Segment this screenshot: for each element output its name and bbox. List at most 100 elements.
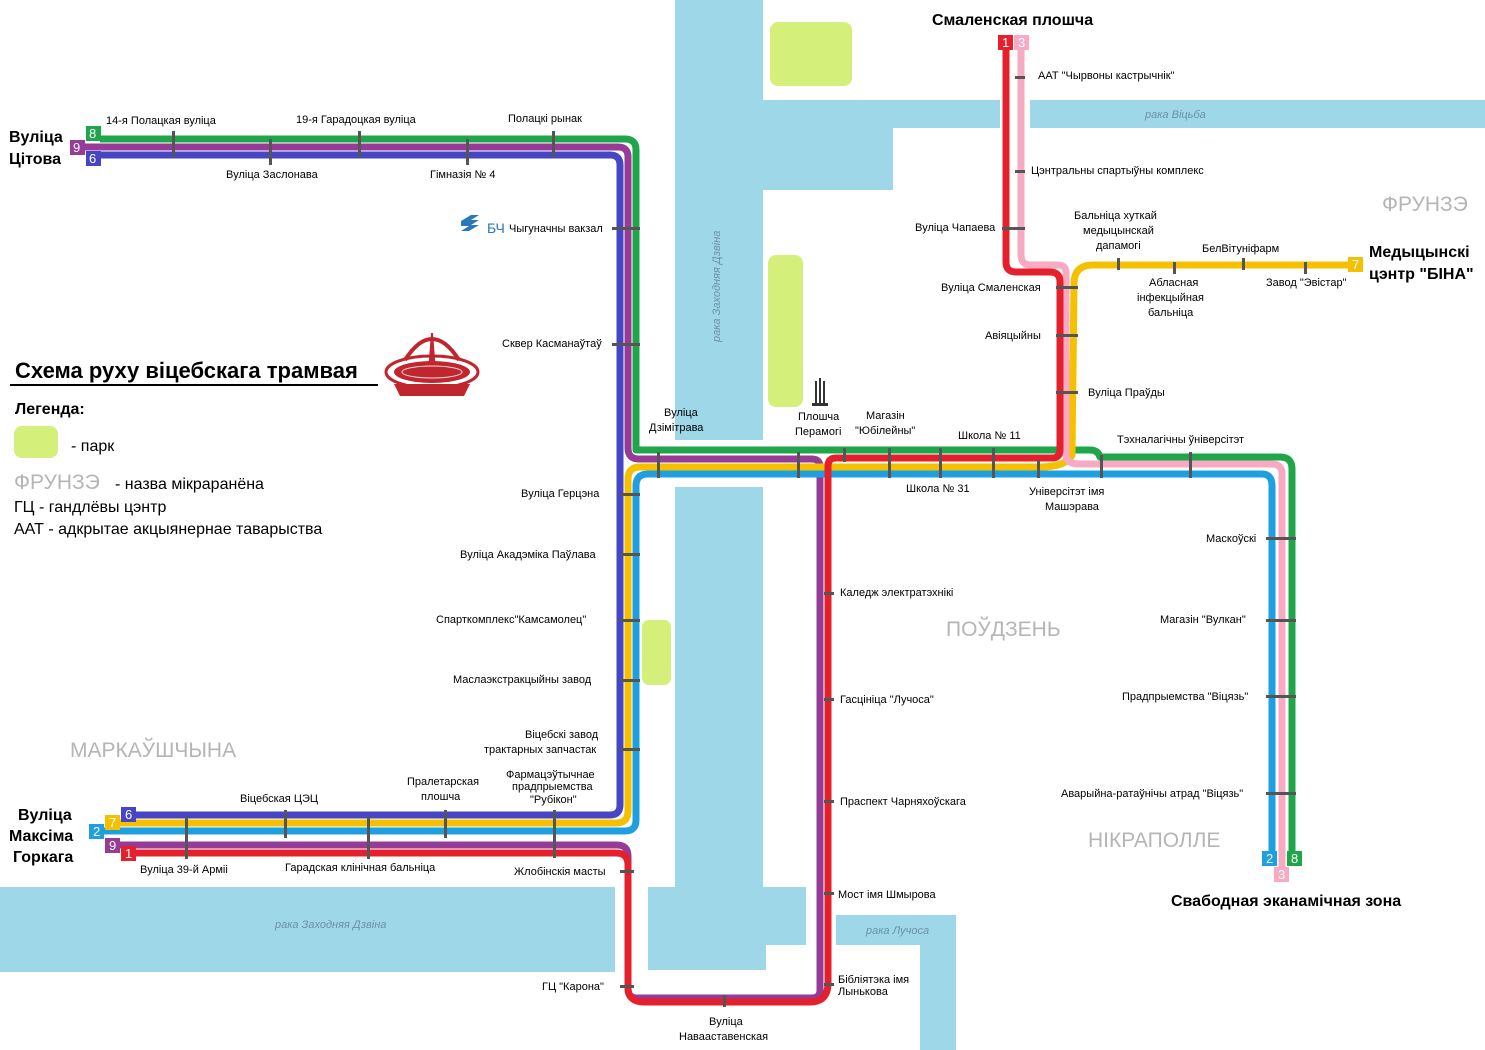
station-praudy[interactable]: Вуліца Праўды [1088, 387, 1165, 399]
tick-yubileiny [843, 448, 846, 462]
badge-tsitova-6[interactable] [86, 151, 101, 166]
tick-klinichnaya [367, 817, 370, 859]
station-aviyatsyiny[interactable]: Авіяцыйны [985, 330, 1041, 342]
badge-sez-8[interactable] [1287, 851, 1302, 866]
tick-lynkova [824, 983, 834, 986]
station-karona[interactable]: ГЦ "Карона" [542, 981, 604, 993]
tick-garadotskaya19 [358, 131, 361, 157]
tick-shkola11 [992, 448, 995, 478]
station-klinichnaya[interactable]: Гарадская клінічная бальніца [285, 862, 436, 874]
tram-lines [82, 50, 1350, 1006]
station-shmyrova[interactable]: Мост імя Шмырова [838, 889, 937, 901]
station-gertsena[interactable]: Вуліца Герцэна [521, 488, 600, 500]
badge-gorkaga-7[interactable] [105, 815, 120, 830]
station-zaslonava[interactable]: Вуліца Заслонава [226, 169, 319, 181]
station-rubikon[interactable]: Фармацэўтычнае прадпрыемства "Рубікон" [506, 769, 598, 806]
station-kasmanautau[interactable]: Сквер Касманаўтаў [502, 338, 602, 350]
station-maslaekstr[interactable]: Маслаэкстракцыйны завод [453, 674, 592, 686]
station-zhlobinskiya[interactable]: Жлобінскія масты [514, 866, 606, 878]
badge-gorkaga-1-label: 1 [125, 846, 132, 861]
station-smalenskaya[interactable]: Вуліца Смаленская [941, 282, 1041, 294]
badge-gorkaga-6-label: 6 [125, 807, 132, 822]
tick-aviyatsyiny [1056, 334, 1078, 337]
tick-yubileiny-2 [888, 448, 891, 478]
station-masherava[interactable]: Універсітэт імя Машэрава [1029, 486, 1107, 513]
tick-smalenskaya [1056, 286, 1078, 289]
badge-gorkaga-1[interactable] [121, 846, 136, 861]
station-gimnaziya4[interactable]: Гімназія № 4 [430, 169, 496, 181]
badge-tsitova-8[interactable] [86, 126, 101, 141]
station-maskouski[interactable]: Маскоўскі [1206, 533, 1256, 545]
badge-sez-2[interactable] [1262, 851, 1277, 866]
station-rubikon-l1: Фармацэўтычнае [506, 769, 595, 781]
badge-gorkaga-6[interactable] [121, 807, 136, 822]
badge-smalenskaya-1[interactable] [998, 35, 1013, 50]
station-bsmp-l1: Бальніца хуткай [1074, 210, 1157, 222]
tick-charnyahouskaga [824, 800, 834, 803]
peramogi-monument-icon-base [812, 403, 828, 406]
station-lynkova-l1: Бібліятэка імя [838, 974, 909, 986]
station-sportkompleks[interactable]: Цэнтральны спартыўны комплекс [1031, 165, 1204, 177]
station-dzimitrava[interactable]: Вуліца Дзімітрава [649, 407, 704, 434]
peramogi-monument-icon-c [823, 381, 825, 403]
tick-rubikon [553, 810, 556, 858]
district-nikrapolle: НІКРАПОЛЛЕ [1088, 829, 1220, 852]
badge-bina-7[interactable] [1348, 257, 1363, 272]
station-polatskaya14[interactable]: 14-я Полацкая вуліца [106, 115, 217, 127]
station-tsets[interactable]: Віцебская ЦЭЦ [240, 793, 318, 805]
station-chapaeva[interactable]: Вуліца Чапаева [915, 222, 996, 234]
badge-sez-3[interactable] [1274, 867, 1289, 882]
station-navaastravenskaya-l1: Вуліца [709, 1016, 744, 1028]
tick-traktarnyh [620, 748, 640, 751]
badge-gorkaga-2[interactable] [89, 824, 104, 839]
tick-masherava [1037, 460, 1040, 478]
badge-smalenskaya-3-label: 3 [1018, 35, 1025, 50]
station-vitsyaz[interactable]: Прадпрыемства "Віцязь" [1122, 691, 1248, 703]
station-belvitunifarm[interactable]: БелВітуніфарм [1202, 243, 1279, 255]
badge-tsitova-9[interactable] [70, 140, 85, 155]
station-shkola11[interactable]: Школа № 11 [958, 430, 1021, 442]
terminal-tsitova-l1: Вуліца [9, 129, 63, 146]
terminal-bina-l1: Медыцынскі [1369, 244, 1470, 261]
station-shkola31[interactable]: Школа № 31 [906, 483, 970, 495]
line-1-path [136, 50, 1064, 1006]
badge-smalenskaya-3[interactable] [1014, 35, 1029, 50]
title-underline [10, 384, 378, 386]
station-kaledzh[interactable]: Каледж электратэхнікі [840, 587, 953, 599]
station-chyrvony[interactable]: ААТ "Чырвоны кастрычнік" [1038, 70, 1175, 82]
tick-row2-a [185, 817, 188, 859]
park-west [642, 620, 671, 685]
badges-smalenskaya: 1 3 [998, 35, 1029, 50]
station-traktarnyh[interactable]: Віцебскі завод трактарных запчастак [484, 729, 601, 756]
station-labels: 14-я Полацкая вуліца 19-я Гарадоцкая вул… [106, 70, 1347, 1043]
station-peramogi-l1: Плошча [798, 411, 840, 423]
station-kamsamolets[interactable]: Спарткомплекс"Камсамолец" [436, 614, 586, 626]
station-luchosa-hotel[interactable]: Гасцініца "Лучоса" [840, 694, 934, 706]
station-lynkova-l2: Лынькова [838, 986, 889, 998]
station-lynkova[interactable]: Бібліятэка імя Лынькова [838, 974, 912, 998]
station-bsmp[interactable]: Бальніца хуткай медыцынскай дапамогі [1074, 210, 1160, 252]
station-charnyahouskaga[interactable]: Праспект Чарняхоўскага [840, 796, 967, 808]
station-avaryina[interactable]: Аварыйна-ратаўнічы атрад "Віцязь" [1061, 788, 1243, 800]
station-tekhnalagichny[interactable]: Тэхналагічны ўніверсітэт [1117, 434, 1244, 446]
tick-chyrvony [1015, 76, 1025, 79]
tick-evistar [1304, 262, 1307, 274]
station-navaastravenskaya[interactable]: Вуліца Навааставенская [679, 1016, 768, 1043]
station-garadotskaya19[interactable]: 19-я Гарадоцкая вуліца [296, 114, 417, 126]
station-polatski-rynak[interactable]: Полацкі рынак [508, 113, 582, 125]
station-peramogi[interactable]: Плошча Перамогі [795, 411, 842, 438]
station-vulkan[interactable]: Магазін "Вулкан" [1160, 614, 1246, 626]
station-paulava[interactable]: Вуліца Акадэміка Паўлава [460, 549, 596, 561]
station-evistar[interactable]: Завод "Эвістар" [1266, 277, 1347, 289]
station-armii39[interactable]: Вуліца 39-й Арміі [140, 864, 228, 876]
station-vakzal[interactable]: Чыгуначны вакзал [509, 223, 603, 235]
station-praletarskaya[interactable]: Пралетарская плошча [407, 776, 482, 803]
tick-praletarskaya [444, 810, 447, 838]
tick-sportkompleks [1015, 170, 1025, 173]
station-infekts[interactable]: Абласная інфекцыйная бальніца [1137, 277, 1207, 319]
station-rubikon-l2: прадпрыемства [512, 781, 594, 793]
station-yubileiny[interactable]: Магазін "Юбілейны" [855, 410, 915, 437]
tick-polatskaya14 [172, 131, 175, 157]
badge-gorkaga-7-label: 7 [109, 815, 116, 830]
badge-gorkaga-9[interactable] [105, 838, 120, 853]
